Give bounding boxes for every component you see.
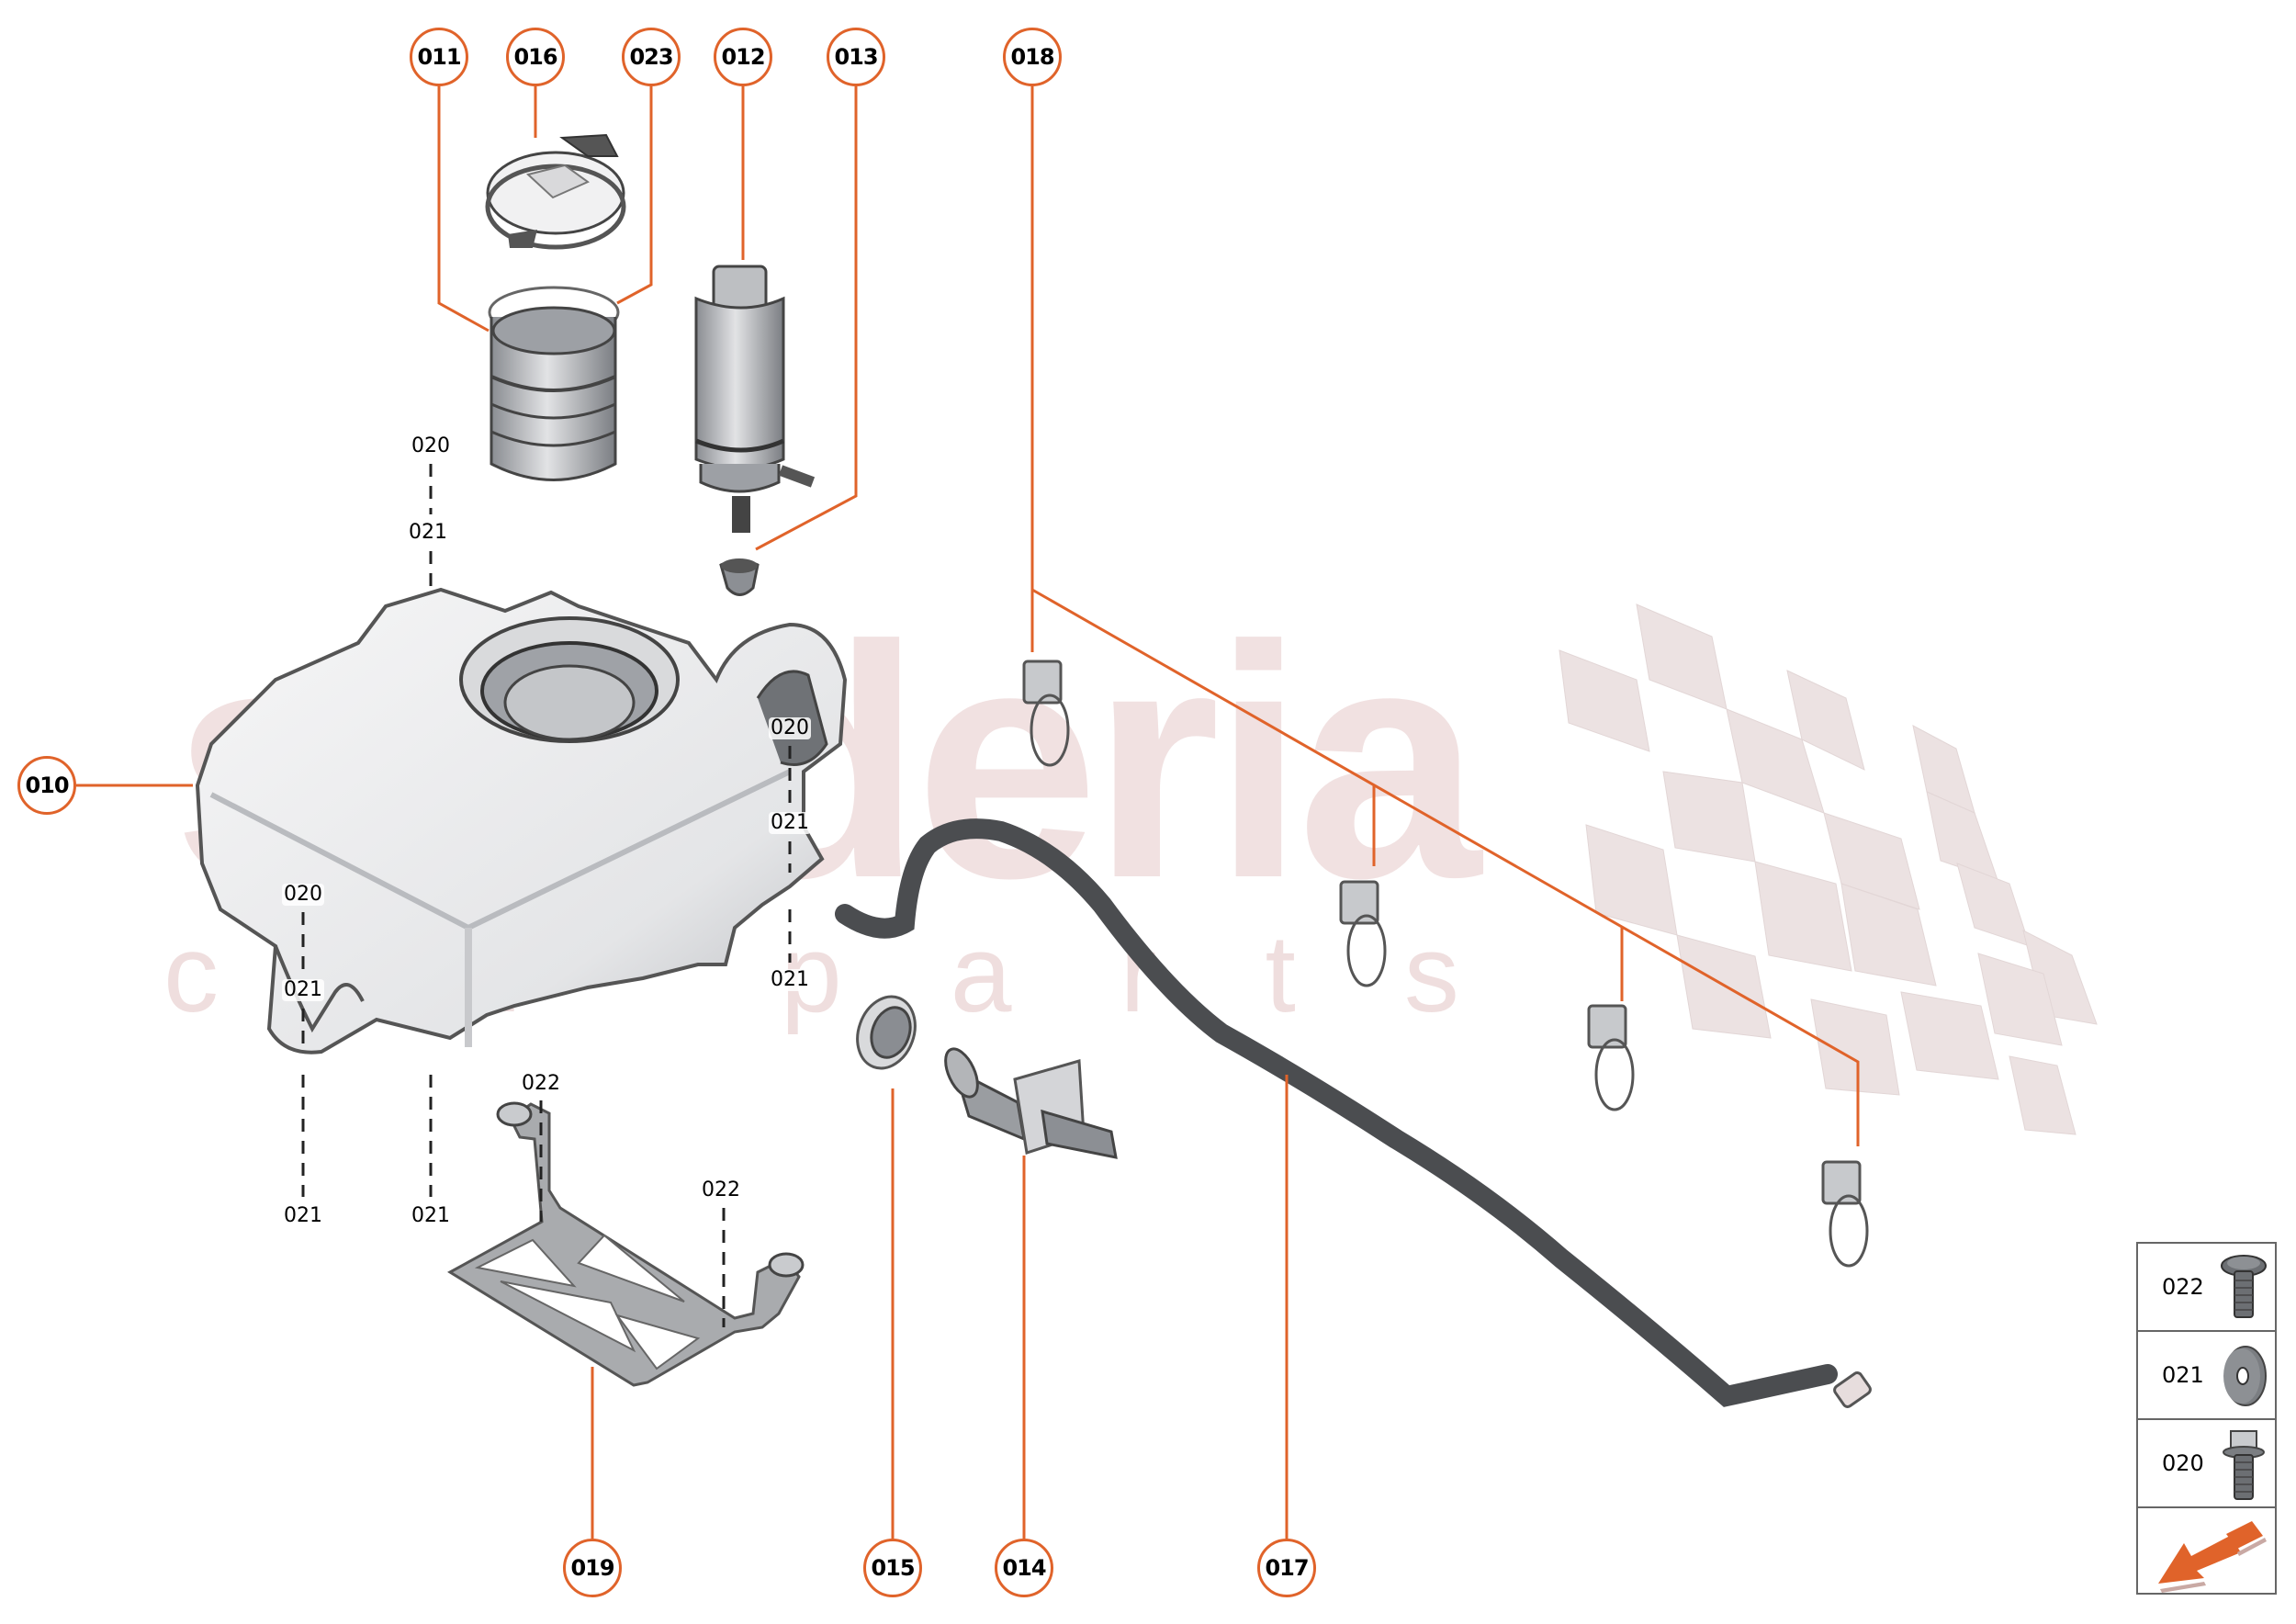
pump-grommet-icon bbox=[719, 558, 760, 596]
callout-015[interactable]: 015 bbox=[863, 1539, 922, 1597]
legend-row-020[interactable]: 020 bbox=[2138, 1420, 2275, 1508]
washer-pump-icon bbox=[694, 265, 816, 533]
callout-019[interactable]: 019 bbox=[563, 1539, 622, 1597]
callout-012[interactable]: 012 bbox=[714, 28, 772, 86]
filler-cap-icon bbox=[485, 133, 626, 250]
sensor-grommet-icon bbox=[856, 995, 917, 1070]
callout-014[interactable]: 014 bbox=[995, 1539, 1053, 1597]
washer-icon bbox=[2223, 1346, 2267, 1406]
direction-nav-button[interactable] bbox=[2138, 1508, 2275, 1593]
fastener-label: 021 bbox=[282, 1204, 324, 1227]
fastener-label: 021 bbox=[769, 811, 811, 834]
level-sensor-icon bbox=[944, 1047, 1118, 1159]
filler-neck-icon bbox=[488, 286, 620, 481]
fastener-label: 021 bbox=[282, 978, 324, 1001]
torx-bolt-icon bbox=[2221, 1255, 2267, 1318]
legend-label: 022 bbox=[2162, 1274, 2204, 1300]
callout-010[interactable]: 010 bbox=[17, 756, 76, 815]
callout-016[interactable]: 016 bbox=[506, 28, 565, 86]
legend-label: 021 bbox=[2162, 1362, 2204, 1388]
fastener-label: 022 bbox=[520, 1072, 562, 1095]
fastener-label: 021 bbox=[769, 968, 811, 991]
callout-023[interactable]: 023 bbox=[622, 28, 681, 86]
hose-clip-icon bbox=[1022, 660, 1869, 1268]
washer-hose-icon bbox=[835, 818, 1838, 1407]
reservoir-tank-icon bbox=[195, 587, 848, 1054]
fastener-label: 020 bbox=[410, 434, 452, 457]
hex-flange-bolt-icon bbox=[2223, 1430, 2265, 1500]
legend-row-022[interactable]: 022 bbox=[2138, 1244, 2275, 1332]
hose-end-fitting-icon bbox=[1833, 1371, 1872, 1408]
callout-011[interactable]: 011 bbox=[410, 28, 468, 86]
fastener-label: 022 bbox=[700, 1179, 742, 1201]
fastener-label: 021 bbox=[410, 1204, 452, 1227]
callout-018[interactable]: 018 bbox=[1003, 28, 1062, 86]
legend-row-021[interactable]: 021 bbox=[2138, 1332, 2275, 1420]
fastener-legend: 022 021 020 bbox=[2136, 1242, 2277, 1595]
callout-017[interactable]: 017 bbox=[1257, 1539, 1316, 1597]
direction-arrow-icon bbox=[2158, 1521, 2267, 1593]
callout-013[interactable]: 013 bbox=[827, 28, 885, 86]
fastener-label: 020 bbox=[282, 883, 324, 906]
legend-label: 020 bbox=[2162, 1450, 2204, 1476]
mounting-bracket-icon bbox=[447, 1101, 805, 1387]
fastener-label: 021 bbox=[407, 521, 449, 544]
fastener-label: 020 bbox=[769, 716, 811, 739]
